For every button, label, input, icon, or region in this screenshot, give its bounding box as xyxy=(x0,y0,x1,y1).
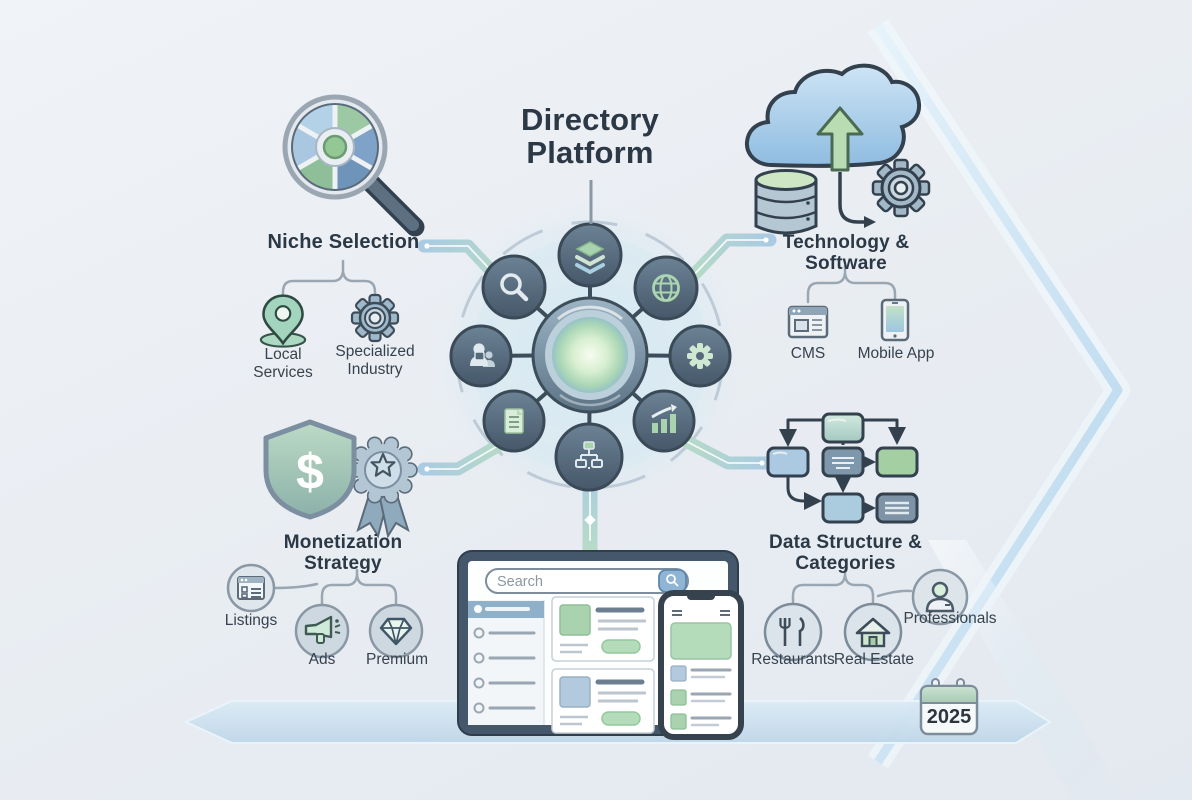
shield-dollar-icon: $ xyxy=(263,419,357,520)
item-label-cms: CMS xyxy=(790,345,826,362)
bracket-connectors xyxy=(272,259,913,606)
tech-gear-icon xyxy=(871,158,931,218)
map-pin-icon xyxy=(259,294,307,348)
listings-panel-icon xyxy=(226,563,276,613)
tablet-search-input: Search xyxy=(485,568,689,594)
hub-core xyxy=(531,296,649,414)
page-title: Directory Platform xyxy=(521,102,659,171)
item-label-restaurants: Restaurants xyxy=(751,651,835,668)
utensils-icon xyxy=(763,602,823,662)
house-icon xyxy=(843,602,903,662)
item-label-premium: Premium xyxy=(365,651,428,668)
item-label-local-services: Local Services xyxy=(253,346,313,381)
upload-arrow-icon xyxy=(816,106,864,172)
cloud-upload-database-gear-icon xyxy=(744,63,931,235)
person-icon xyxy=(911,568,969,626)
item-label-real-estate: Real Estate xyxy=(833,651,915,668)
section-label-niche: Niche Selection xyxy=(267,231,420,253)
item-label-professionals: Professionals xyxy=(903,610,997,627)
flowchart-icon xyxy=(766,412,919,524)
dollar-glyph: $ xyxy=(296,444,324,500)
tablet-sidebar xyxy=(468,600,545,725)
shield-dollar-award-icon: $ xyxy=(263,419,418,539)
year-badge: 2025 xyxy=(927,706,972,728)
star-icon xyxy=(370,452,396,477)
growth-chart-icon xyxy=(632,389,696,453)
search-icon xyxy=(666,574,676,584)
globe-icon xyxy=(633,255,699,321)
megaphone-icon xyxy=(294,603,350,659)
background-chevron-arrow xyxy=(867,19,1130,800)
database-icon xyxy=(754,169,818,235)
diamond-icon xyxy=(368,603,424,659)
browser-window-icon xyxy=(787,305,829,339)
item-label-ads: Ads xyxy=(308,651,336,668)
section-label-technology: Technology & Software xyxy=(782,232,910,275)
phone-notch xyxy=(687,592,715,600)
calendar-2025-icon: 2025 xyxy=(919,678,979,736)
search-button xyxy=(658,569,687,593)
user-security-icon xyxy=(449,324,513,388)
industry-gear-icon xyxy=(350,293,400,343)
sitemap-icon xyxy=(554,422,624,492)
document-icon xyxy=(482,389,546,453)
award-ribbon-icon xyxy=(348,436,418,539)
layers-icon xyxy=(557,222,623,288)
item-label-listings: Listings xyxy=(224,612,278,629)
item-label-specialized-industry: Specialized Industry xyxy=(335,343,415,378)
gear-icon xyxy=(668,324,732,388)
smartphone-icon xyxy=(880,298,910,342)
cloud-to-gear-arrow xyxy=(838,172,864,224)
magnifier-segmented-wheel-icon xyxy=(282,94,425,237)
search-placeholder-text: Search xyxy=(497,574,543,590)
light-streak xyxy=(928,540,1128,800)
item-label-mobile-app: Mobile App xyxy=(857,345,935,362)
hub-nodes xyxy=(449,222,732,492)
section-label-data-structure: Data Structure & Categories xyxy=(768,532,923,575)
phone-hero-banner xyxy=(670,622,732,660)
phone-mockup xyxy=(658,590,744,740)
search-icon xyxy=(481,254,547,320)
section-label-monetization: Monetization Strategy xyxy=(283,532,403,575)
